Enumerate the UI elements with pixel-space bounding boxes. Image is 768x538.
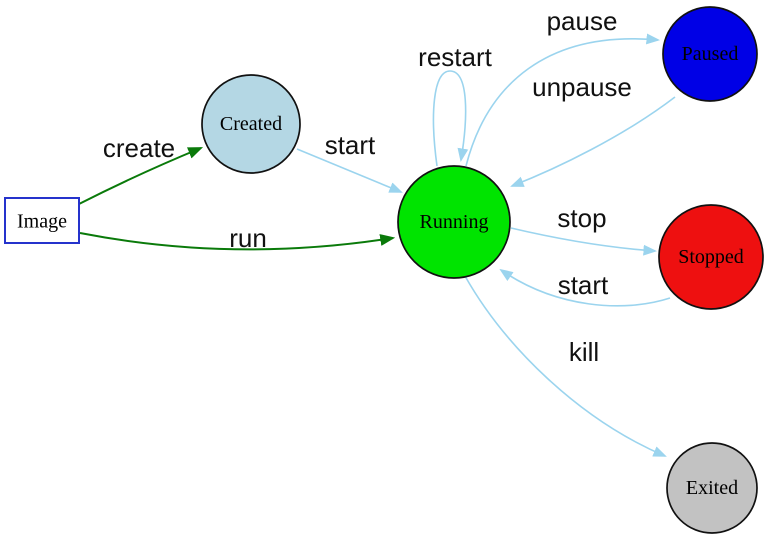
edge-pause-arrow xyxy=(465,33,661,167)
paused-node-label: Paused xyxy=(682,43,739,65)
node-exited: Exited xyxy=(666,442,758,534)
edge-start-stopped-running-arrow xyxy=(499,268,671,307)
edge-kill-arrow xyxy=(464,275,667,457)
edge-label-kill: kill xyxy=(569,337,599,367)
edge-unpause-arrow xyxy=(510,96,676,187)
edge-stop-arrow xyxy=(510,227,658,256)
running-node-label: Running xyxy=(420,211,489,233)
stopped-node-circle xyxy=(658,204,764,310)
exited-node-label: Exited xyxy=(686,477,738,499)
image-node-box xyxy=(4,197,80,244)
node-created: Created xyxy=(201,74,301,174)
node-image: Image xyxy=(4,197,80,244)
edge-start-created-running-arrow xyxy=(296,148,403,193)
edge-label-start-stopped: start xyxy=(558,270,609,300)
edge-restart-self-loop-arrow xyxy=(432,70,469,167)
running-node-circle xyxy=(397,165,511,279)
created-node-circle xyxy=(201,74,301,174)
image-node-label: Image xyxy=(17,211,67,233)
edge-label-pause: pause xyxy=(547,6,618,36)
edge-label-restart: restart xyxy=(418,42,492,72)
stopped-node-label: Stopped xyxy=(678,246,744,268)
edge-label-run: run xyxy=(229,223,267,253)
node-running: Running xyxy=(397,165,511,279)
paused-node-circle xyxy=(662,6,758,102)
edge-run-arrow xyxy=(79,232,396,251)
edge-label-unpause: unpause xyxy=(532,72,632,102)
node-stopped: Stopped xyxy=(658,204,764,310)
edge-label-stop: stop xyxy=(557,203,606,233)
edge-label-start-created: start xyxy=(325,130,376,160)
created-node-label: Created xyxy=(220,113,282,135)
node-paused: Paused xyxy=(662,6,758,102)
edge-label-create: create xyxy=(103,133,175,163)
edge-create-arrow xyxy=(78,147,204,205)
exited-node-circle xyxy=(666,442,758,534)
